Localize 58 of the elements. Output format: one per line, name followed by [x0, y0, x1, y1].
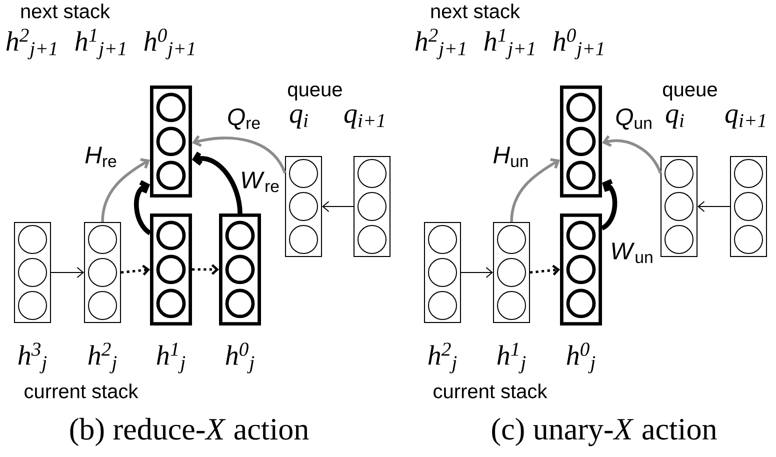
vector-label: h$^{1}$j+1: [484, 28, 534, 60]
caption: (c) unary-X action: [492, 418, 717, 446]
edge-label: H$_{re}$: [84, 146, 118, 168]
stack-heading: next stack: [21, 4, 110, 18]
vector-box: [150, 85, 192, 198]
queue-heading: queue: [288, 86, 342, 100]
vector-label: h$^{2}$j+1: [6, 28, 56, 60]
arrow: [50, 266, 84, 278]
vector-box: [493, 222, 530, 323]
vector-box: [424, 222, 461, 323]
vector-box: [730, 156, 767, 257]
curved-arrow: [134, 180, 152, 236]
vector-label: h$^{3}$j: [18, 342, 47, 374]
vector-box: [150, 213, 192, 326]
vector-box: [560, 213, 602, 326]
vector-label: h$^{2}$j+1: [415, 28, 466, 60]
stack-heading: next stack: [431, 4, 520, 18]
arrow: [322, 200, 354, 212]
edge-label: Q$_{un}$: [614, 108, 654, 130]
curved-arrow: [192, 135, 286, 174]
edge-label: W$_{re}$: [240, 171, 280, 193]
dotted-arrow: [530, 264, 560, 276]
vector-label: q$_{i}$: [290, 109, 308, 129]
arrow: [460, 266, 493, 278]
curved-arrow: [101, 158, 150, 222]
vector-label: q$_{i}$: [666, 109, 684, 129]
caption: (b) reduce-X action: [70, 418, 309, 446]
dotted-arrow: [120, 264, 150, 276]
edge-label: Q$_{re}$: [226, 108, 262, 130]
vector-label: q$_{i+1}$: [725, 109, 765, 129]
queue-heading: queue: [663, 86, 717, 100]
vector-label: h$^{0}$j+1: [144, 28, 194, 60]
vector-box: [285, 156, 322, 257]
vector-label: q$_{i+1}$: [344, 109, 384, 129]
vector-box: [660, 156, 698, 257]
vector-box: [14, 222, 51, 323]
vector-label: h$^{1}$j+1: [75, 28, 126, 60]
vector-box: [354, 156, 390, 257]
vector-box: [219, 213, 261, 326]
vector-box: [84, 222, 121, 323]
vector-label: h$^{2}$j: [88, 342, 117, 374]
curved-arrow: [602, 135, 662, 174]
curved-arrow: [510, 158, 560, 222]
dotted-arrow: [192, 264, 219, 275]
vector-box: [560, 85, 602, 198]
edge-label: W$_{un}$: [610, 242, 654, 264]
vector-label: h$^{0}$j: [566, 342, 596, 374]
stack-heading: current stack: [24, 384, 138, 398]
stack-heading: current stack: [434, 384, 548, 398]
curved-arrow: [192, 152, 242, 214]
vector-label: h$^{0}$j+1: [553, 28, 604, 60]
curved-arrow: [600, 178, 618, 230]
vector-label: h$^{2}$j: [428, 342, 457, 374]
vector-label: h$^{0}$j: [226, 342, 254, 374]
vector-label: h$^{1}$j: [497, 342, 526, 374]
edge-label: H$_{un}$: [492, 146, 530, 168]
arrow: [698, 200, 730, 212]
vector-label: h$^{1}$j: [156, 342, 186, 374]
